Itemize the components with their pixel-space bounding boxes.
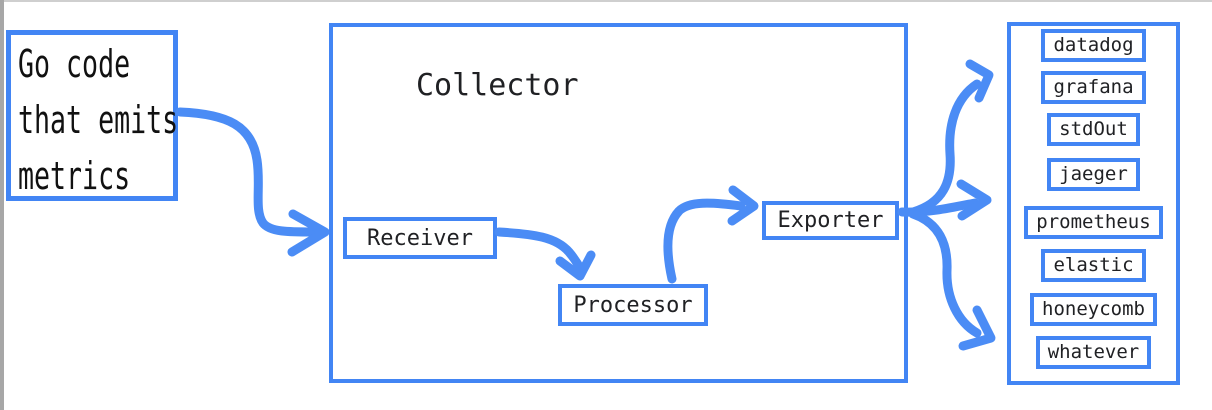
window-frame-top-line xyxy=(0,0,1212,2)
destination-box: stdOut xyxy=(1047,113,1140,146)
processor-box: Processor xyxy=(558,284,708,326)
source-code-box: Go code that emits metrics xyxy=(6,30,178,201)
window-frame-left-line xyxy=(0,0,4,410)
destination-box: grafana xyxy=(1041,71,1146,104)
arrow-exporter-fanout-middle xyxy=(897,179,992,221)
destination-box: datadog xyxy=(1041,29,1146,62)
destinations-panel: datadog grafana stdOut jaeger prometheus elas… xyxy=(1007,22,1180,385)
destination-box: prometheus xyxy=(1024,206,1163,239)
source-line: metrics xyxy=(18,154,131,198)
source-line: that emits xyxy=(18,98,179,142)
destination-box: honeycomb xyxy=(1030,293,1157,326)
exporter-box: Exporter xyxy=(762,201,899,240)
collector-title: Collector xyxy=(416,68,579,103)
arrow-exporter-fanout-up xyxy=(908,59,994,217)
destination-box: elastic xyxy=(1041,249,1146,282)
destination-box: jaeger xyxy=(1047,158,1140,191)
arrow-source-to-receiver xyxy=(175,107,330,257)
destination-box: whatever xyxy=(1035,336,1152,369)
arrow-exporter-fanout-down xyxy=(908,209,996,351)
source-line: Go code xyxy=(18,42,131,86)
receiver-box: Receiver xyxy=(343,217,497,259)
source-code-label: Go code that emits metrics xyxy=(18,36,179,204)
